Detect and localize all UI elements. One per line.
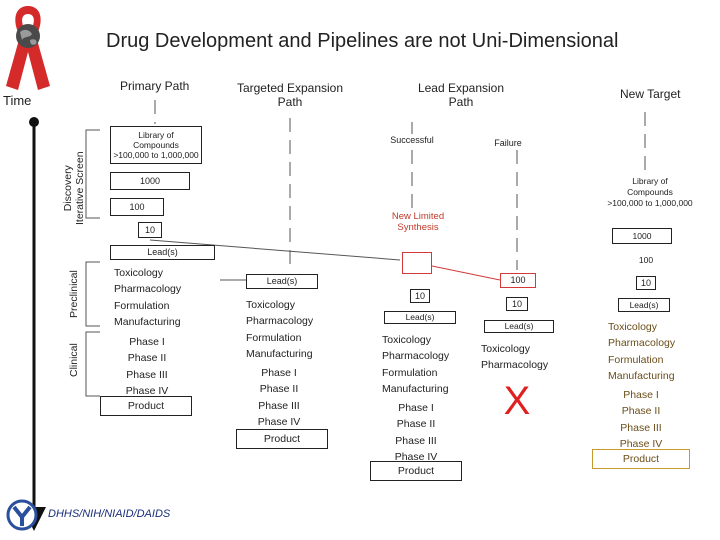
targeted-preclinical-list: Toxicology Pharmacology Formulation Manu… bbox=[246, 299, 314, 360]
failure-preclinical-list: Toxicology Pharmacology bbox=[481, 343, 549, 372]
clinical-phase-label: Clinical bbox=[68, 343, 80, 377]
successful-label: Successful bbox=[390, 135, 434, 145]
new-target-funnel-1000: 1000 bbox=[612, 228, 672, 244]
clinical-bracket bbox=[85, 331, 100, 397]
primary-library-box: Library of Compounds >100,000 to 1,000,0… bbox=[110, 126, 202, 164]
new-target-product-box: Product bbox=[592, 449, 690, 469]
new-target-library-text: Library of Compounds >100,000 to 1,000,0… bbox=[607, 176, 693, 209]
discovery-bracket bbox=[85, 129, 100, 219]
primary-product-box: Product bbox=[100, 396, 192, 416]
primary-clinical-list: Phase I Phase II Phase III Phase IV bbox=[125, 336, 169, 397]
new-target-funnel-10: 10 bbox=[636, 276, 656, 290]
new-target-preclinical-list: Toxicology Pharmacology Formulation Manu… bbox=[608, 321, 676, 382]
failure-x-mark: X bbox=[503, 379, 531, 423]
primary-path-header: Primary Path bbox=[120, 79, 190, 93]
failure-leads-box: Lead(s) bbox=[484, 320, 554, 333]
globe-icon bbox=[16, 24, 40, 48]
primary-funnel-10: 10 bbox=[138, 222, 162, 238]
primary-preclinical-list: Toxicology Pharmacology Formulation Manu… bbox=[114, 267, 182, 328]
targeted-clinical-list: Phase I Phase II Phase III Phase IV bbox=[257, 367, 301, 428]
lead-expansion-path-header: Lead Expansion Path bbox=[417, 81, 505, 109]
success-product-box: Product bbox=[370, 461, 462, 481]
new-target-leads-box: Lead(s) bbox=[618, 298, 670, 312]
new-limited-synthesis-label: New Limited Synthesis bbox=[391, 211, 445, 233]
time-axis-start-dot bbox=[29, 117, 39, 127]
success-funnel-10: 10 bbox=[410, 289, 430, 303]
primary-funnel-1000: 1000 bbox=[110, 172, 190, 190]
failure-funnel-100: 100 bbox=[500, 273, 536, 288]
new-target-header: New Target bbox=[620, 87, 681, 101]
targeted-path-header: Targeted Expansion Path bbox=[236, 81, 344, 109]
preclinical-bracket bbox=[85, 261, 100, 327]
dashed-guides bbox=[154, 100, 646, 270]
targeted-product-box: Product bbox=[236, 429, 328, 449]
connector-synthesis-to-failure bbox=[431, 265, 501, 281]
failure-funnel-10: 10 bbox=[506, 297, 528, 311]
primary-funnel-100: 100 bbox=[110, 198, 164, 216]
success-preclinical-list: Toxicology Pharmacology Formulation Manu… bbox=[382, 334, 450, 395]
targeted-leads-box: Lead(s) bbox=[246, 274, 318, 289]
niaid-logo-icon bbox=[6, 499, 38, 531]
footer-agency-text: DHHS/NIH/NIAID/DAIDS bbox=[48, 508, 171, 520]
synthesis-box bbox=[402, 252, 432, 274]
connector-primary-to-synthesis bbox=[149, 239, 401, 261]
success-clinical-list: Phase I Phase II Phase III Phase IV bbox=[394, 402, 438, 463]
preclinical-phase-label: Preclinical bbox=[68, 270, 80, 318]
time-label: Time bbox=[3, 93, 32, 108]
page-title: Drug Development and Pipelines are not U… bbox=[106, 30, 619, 52]
new-target-funnel-100: 100 bbox=[638, 255, 654, 265]
success-leads-box: Lead(s) bbox=[384, 311, 456, 324]
new-target-clinical-list: Phase I Phase II Phase III Phase IV bbox=[619, 389, 663, 450]
primary-leads-box: Lead(s) bbox=[110, 245, 215, 260]
failure-label: Failure bbox=[494, 138, 522, 148]
discovery-phase-label: Discovery Iterative Screen bbox=[62, 151, 86, 225]
